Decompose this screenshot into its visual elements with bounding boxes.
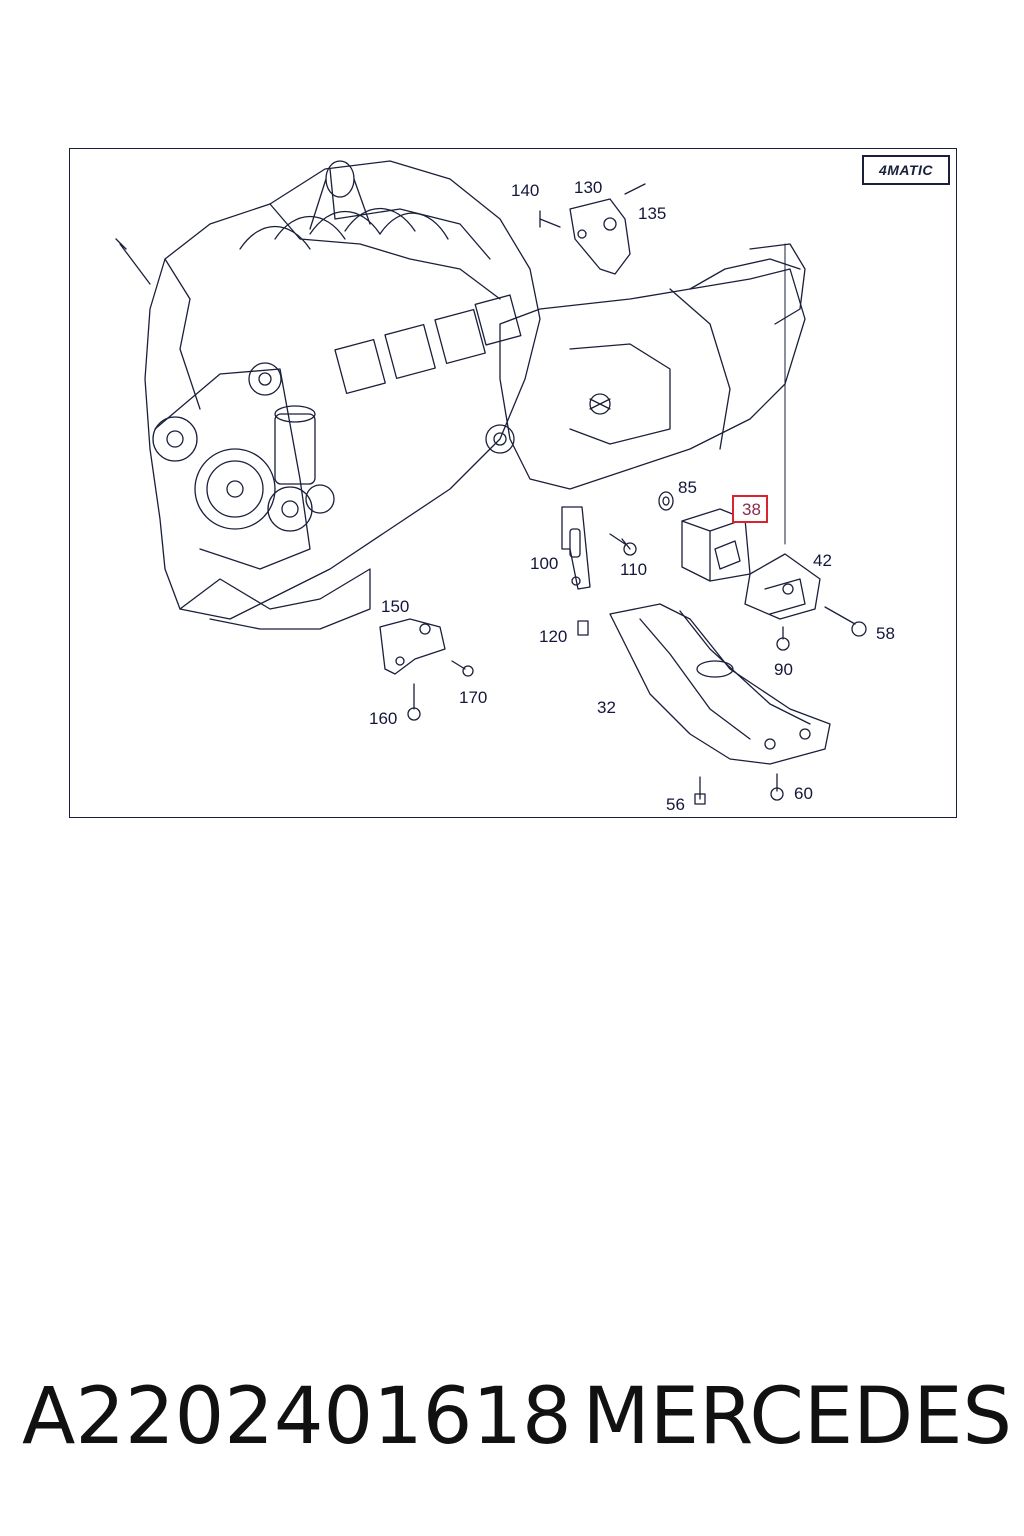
part-number: A2202401618 <box>22 1372 572 1462</box>
callout-140: 140 <box>511 181 540 200</box>
engine-transmission-drawing <box>115 160 867 805</box>
callout-56: 56 <box>666 795 685 814</box>
bracket-150 <box>379 618 446 675</box>
caption: A2202401618 MERCEDES <box>22 1372 1012 1462</box>
cross-member-32 <box>609 603 831 765</box>
nut-85 <box>658 491 674 511</box>
transmission-illustration <box>485 243 806 545</box>
mount-42 <box>744 553 821 620</box>
bolt-56 <box>694 776 706 805</box>
callout-85: 85 <box>678 478 697 497</box>
bracket-130 <box>539 183 646 275</box>
callout-38[interactable]: 38 <box>732 495 768 523</box>
brand-name: MERCEDES <box>582 1372 1013 1462</box>
callout-120: 120 <box>539 627 568 646</box>
bolt-170 <box>451 660 474 677</box>
callout-100: 100 <box>530 554 559 573</box>
bolt-60 <box>770 773 784 801</box>
callout-135: 135 <box>638 204 667 223</box>
bolt-160 <box>407 683 421 721</box>
bolt-110 <box>609 533 637 556</box>
callout-150: 150 <box>381 597 410 616</box>
bolt-120 <box>577 620 589 636</box>
callout-110: 110 <box>620 560 648 579</box>
bolt-58 <box>824 606 867 637</box>
bracket-100 <box>561 506 591 590</box>
callout-130: 130 <box>574 178 603 197</box>
callout-58: 58 <box>876 624 895 643</box>
callout-90: 90 <box>774 660 793 679</box>
4matic-badge: 4MATIC <box>862 155 950 185</box>
parts-diagram: 4MATIC 140 130 135 85 38 42 100 110 150 … <box>69 148 957 818</box>
callout-170: 170 <box>459 688 488 707</box>
callout-42: 42 <box>813 551 832 570</box>
callout-32: 32 <box>597 698 616 717</box>
callout-160: 160 <box>369 709 398 728</box>
bolt-90 <box>776 626 790 651</box>
callout-60: 60 <box>794 784 813 803</box>
engine-illustration <box>115 160 541 630</box>
